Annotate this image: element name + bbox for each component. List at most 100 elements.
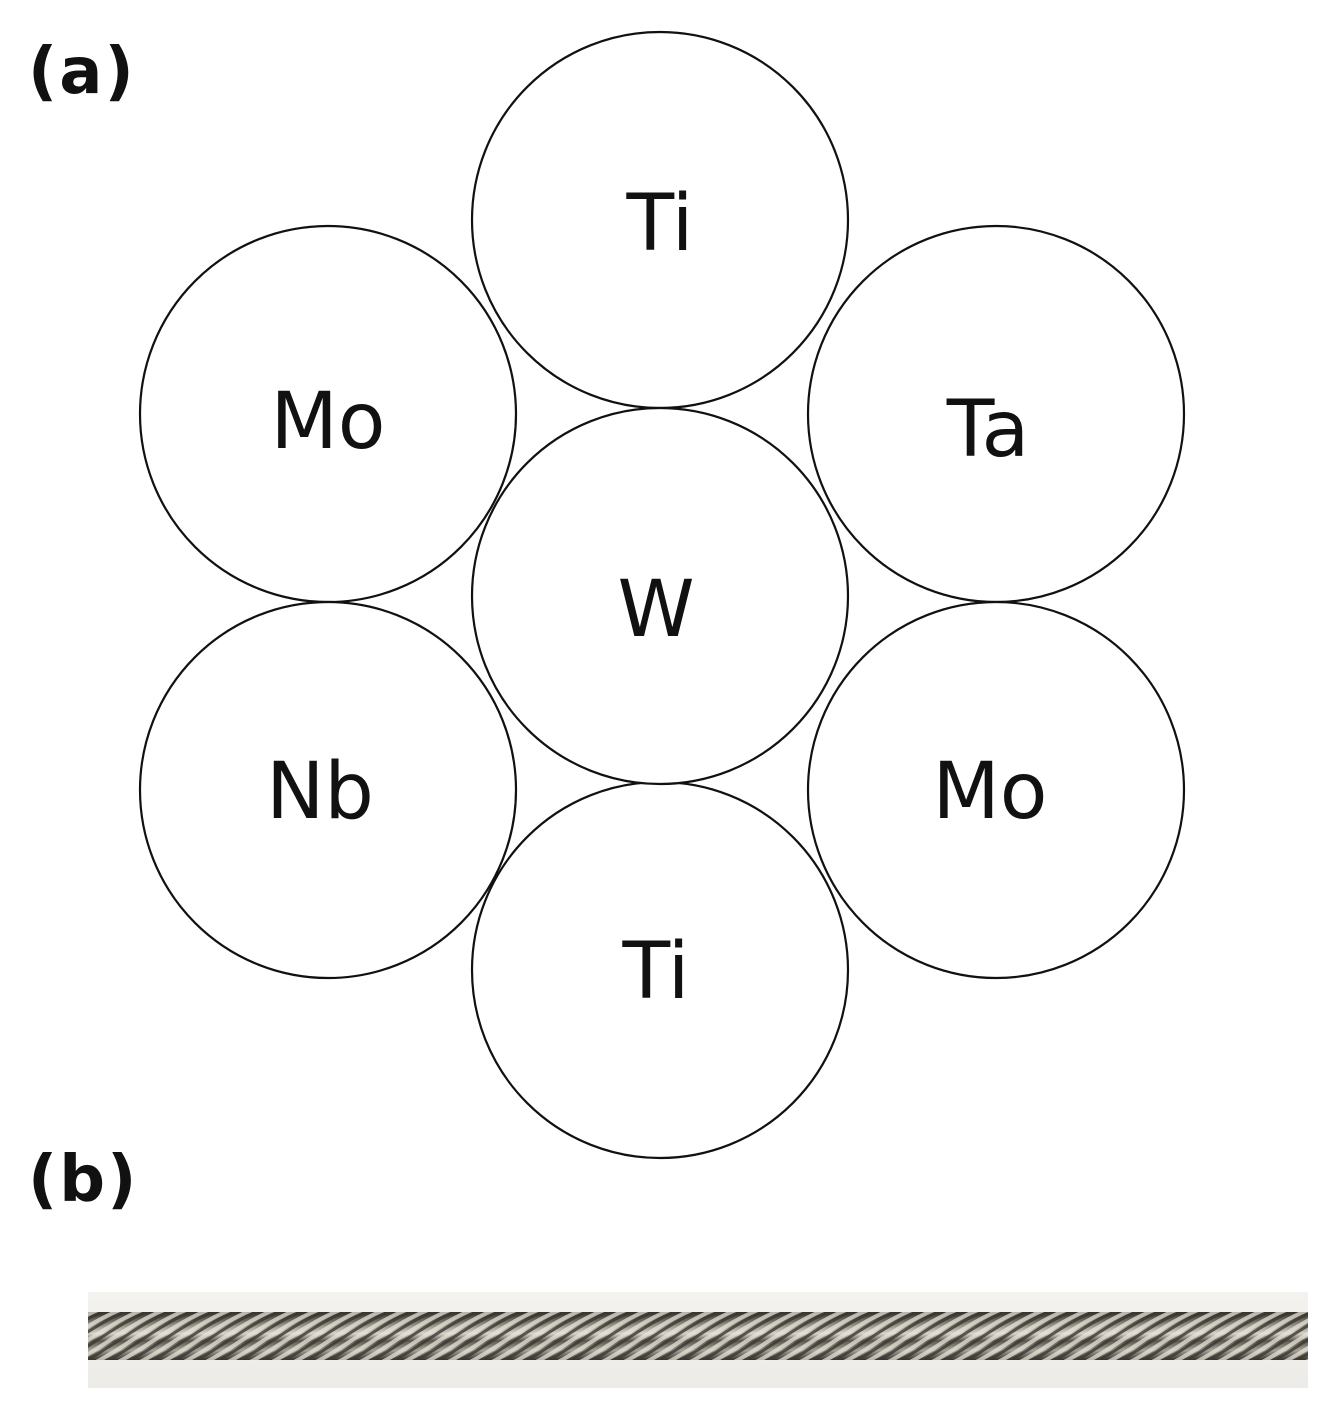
strand-highlight <box>1217 1312 1308 1360</box>
strand-highlight <box>1239 1318 1308 1360</box>
strand-lower-right: Mo <box>806 600 1186 980</box>
strand-shadow <box>325 1312 415 1360</box>
strand-shadow <box>369 1312 459 1360</box>
strand-upper-left: Mo <box>138 224 518 604</box>
strand-highlight <box>1261 1331 1308 1360</box>
strand-highlight <box>799 1312 891 1360</box>
strand-shadow <box>1161 1312 1251 1360</box>
strand-highlight <box>88 1312 165 1357</box>
strand-shadow <box>1205 1312 1295 1360</box>
strand-lower-left-label: Nb <box>266 747 374 837</box>
strand-upper-right-label: Ta <box>946 385 1030 475</box>
strand-shadow <box>545 1312 635 1360</box>
strand-highlight <box>337 1312 429 1360</box>
strand-highlight <box>1195 1312 1287 1360</box>
strand-highlight <box>1063 1312 1155 1360</box>
strand-shadow <box>479 1312 569 1360</box>
strand-shadow <box>1249 1323 1308 1360</box>
panel-b-label: (b) <box>28 1143 139 1217</box>
strand-shadow <box>567 1312 657 1360</box>
strand-highlight <box>1107 1312 1199 1360</box>
strand-shadow <box>501 1312 591 1360</box>
wire-strand-helix <box>88 1312 1308 1360</box>
twisted-wire-photo <box>88 1292 1308 1388</box>
strand-shadow <box>523 1312 613 1360</box>
strand-shadow <box>611 1312 701 1360</box>
strand-shadow <box>1183 1312 1273 1360</box>
strand-shadow <box>1293 1351 1308 1360</box>
strand-highlight <box>95 1312 187 1360</box>
strand-shadow <box>655 1312 745 1360</box>
strand-shadow <box>88 1312 173 1360</box>
strand-shadow <box>303 1312 393 1360</box>
strand-highlight <box>711 1312 803 1360</box>
strand-lower-left: Nb <box>138 600 518 980</box>
strand-shadow <box>699 1312 789 1360</box>
strand-shadow <box>589 1312 679 1360</box>
strand-shadow <box>919 1312 1009 1360</box>
strand-shadow <box>897 1312 987 1360</box>
strand-shadow <box>831 1312 921 1360</box>
strand-highlight <box>733 1312 825 1360</box>
strand-center-label: W <box>617 565 694 655</box>
strand-highlight <box>777 1312 869 1360</box>
strand-highlight <box>271 1312 363 1360</box>
strand-shadow <box>985 1312 1075 1360</box>
strand-lower-right-label: Mo <box>932 747 1047 837</box>
strand-highlight <box>843 1312 935 1360</box>
strand-center: W <box>470 406 850 786</box>
strand-highlight <box>931 1312 1023 1360</box>
strand-shadow <box>88 1312 129 1334</box>
strand-upper-left-label: Mo <box>270 377 385 467</box>
strand-highlight <box>469 1312 561 1360</box>
strand-upper-right: Ta <box>806 224 1186 604</box>
strand-shadow <box>193 1312 283 1360</box>
strand-highlight <box>381 1312 473 1360</box>
strand-highlight <box>667 1312 759 1360</box>
strand-shadow <box>1271 1337 1308 1360</box>
strand-shadow <box>1139 1312 1229 1360</box>
strand-shadow <box>1029 1312 1119 1360</box>
strand-cross-section-diagram: Ti Mo Ta Nb Mo Ti W <box>138 30 1186 1160</box>
strand-shadow <box>149 1312 239 1360</box>
strand-shadow <box>1073 1312 1163 1360</box>
strand-highlight <box>513 1312 605 1360</box>
strand-shadow <box>875 1312 965 1360</box>
strand-shadow <box>1095 1312 1185 1360</box>
strand-highlight <box>1129 1312 1221 1360</box>
strand-highlight <box>975 1312 1067 1360</box>
strand-shadow <box>765 1312 855 1360</box>
strand-shadow <box>171 1312 261 1360</box>
strand-highlight <box>579 1312 671 1360</box>
strand-highlight <box>88 1312 143 1343</box>
strand-highlight <box>249 1312 341 1360</box>
strand-shadow <box>1007 1312 1097 1360</box>
strand-highlight <box>997 1312 1089 1360</box>
strand-highlight <box>821 1312 913 1360</box>
strand-highlight <box>359 1312 451 1360</box>
strand-highlight <box>755 1312 847 1360</box>
strand-shadow <box>259 1312 349 1360</box>
strand-highlight <box>491 1312 583 1360</box>
strand-highlight <box>1019 1312 1111 1360</box>
strand-shadow <box>1117 1312 1207 1360</box>
strand-shadow <box>127 1312 217 1360</box>
strand-highlight <box>623 1312 715 1360</box>
strand-shadow <box>1051 1312 1141 1360</box>
strand-highlight <box>1283 1345 1308 1360</box>
strand-highlight <box>447 1312 539 1360</box>
strand-highlight <box>227 1312 319 1360</box>
strand-highlight <box>183 1312 275 1360</box>
strand-top: Ti <box>470 30 850 410</box>
strand-highlight <box>88 1312 121 1329</box>
strand-highlight <box>403 1312 495 1360</box>
strand-shadow <box>809 1312 899 1360</box>
strand-shadow <box>1227 1312 1308 1360</box>
strand-bottom-label: Ti <box>622 927 690 1017</box>
strand-shadow <box>743 1312 833 1360</box>
strand-shadow <box>88 1312 107 1321</box>
strand-shadow <box>633 1312 723 1360</box>
strand-highlight <box>601 1312 693 1360</box>
strand-shadow <box>787 1312 877 1360</box>
strand-highlight <box>205 1312 297 1360</box>
